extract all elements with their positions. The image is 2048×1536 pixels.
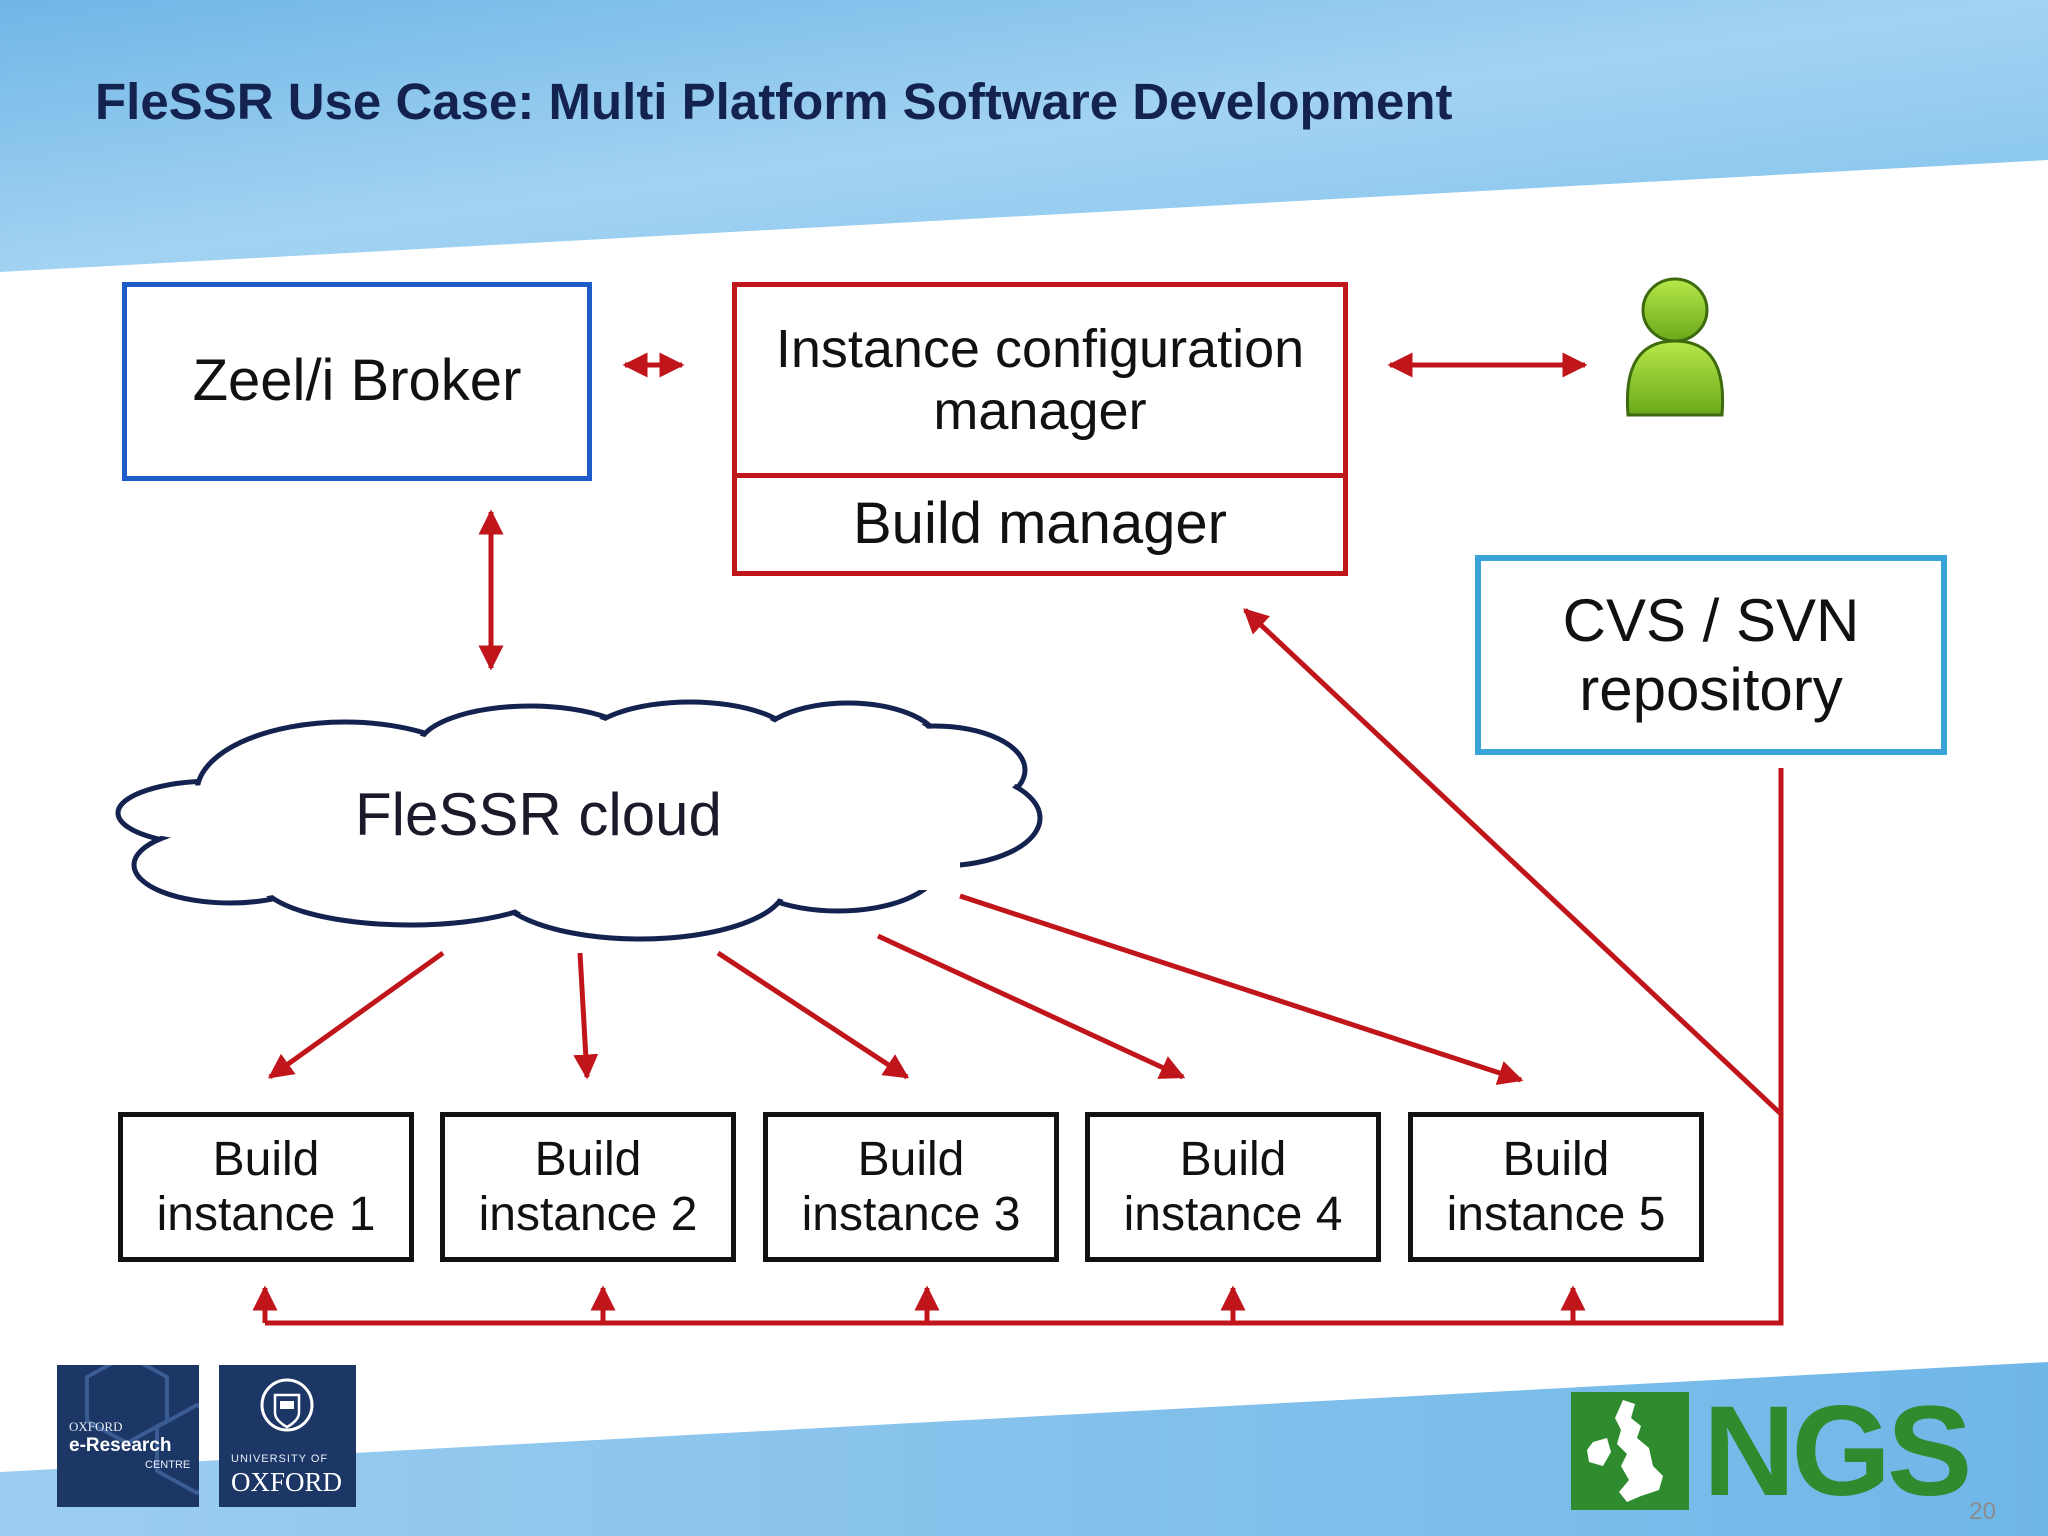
build-instance-3: Build instance 3: [763, 1112, 1059, 1262]
build-instance-1-line1: Build: [212, 1132, 320, 1186]
build-instance-2-line1: Build: [534, 1132, 642, 1186]
build-instance-1: Build instance 1: [118, 1112, 414, 1262]
user-icon: [1625, 277, 1725, 417]
ngs-logo: NGS: [1571, 1380, 1991, 1523]
build-instance-2-line2: instance 2: [478, 1188, 698, 1241]
oerc-logo: OXFORD e-Research CENTRE: [57, 1365, 199, 1507]
build-manager-label: Build manager: [853, 491, 1227, 557]
broker-box: Zeel/i Broker: [122, 282, 592, 481]
repo-feed-line: [265, 768, 1784, 1326]
build-instance-3-line2: instance 3: [801, 1188, 1021, 1241]
build-instance-4-line1: Build: [1179, 1132, 1287, 1186]
build-instance-4: Build instance 4: [1085, 1112, 1381, 1262]
repository-box: CVS / SVN repository: [1475, 555, 1947, 755]
slide-title: FleSSR Use Case: Multi Platform Software…: [95, 73, 1453, 130]
repo-build-manager-arrow: [1243, 608, 1783, 1116]
page-number: 20: [1969, 1498, 1996, 1525]
cloud-label: FleSSR cloud: [355, 781, 722, 848]
cloud-instance-2-arrow: [573, 952, 599, 1080]
oerc-logo-line2: e-Research: [69, 1435, 172, 1456]
oxford-logo-line1: UNIVERSITY OF: [231, 1453, 329, 1465]
config-manager-box: Instance configuration manager: [732, 282, 1348, 478]
cloud-instance-1-arrow: [267, 950, 445, 1080]
broker-label: Zeel/i Broker: [192, 348, 522, 414]
build-instance-4-line2: instance 4: [1123, 1188, 1343, 1241]
cloud-instance-4-arrow: [876, 933, 1186, 1080]
config-manager-label-line1: Instance configuration: [775, 318, 1305, 379]
build-instance-2: Build instance 2: [440, 1112, 736, 1262]
hexagon-pattern-icon: [85, 1365, 199, 1496]
build-instance-3-line1: Build: [857, 1132, 965, 1186]
repository-label-line1: CVS / SVN: [1562, 587, 1860, 654]
cloud-instance-3-arrow: [716, 950, 910, 1080]
build-instance-1-line2: instance 1: [156, 1188, 376, 1241]
oerc-logo-line1: OXFORD: [69, 1419, 123, 1434]
build-instance-5-line1: Build: [1502, 1132, 1610, 1186]
oerc-logo-line3: CENTRE: [145, 1459, 191, 1471]
british-isles-map-icon: [1571, 1392, 1689, 1510]
repository-label-line2: repository: [1579, 656, 1843, 723]
oxford-crest-icon: [260, 1378, 314, 1432]
build-manager-box: Build manager: [732, 473, 1348, 576]
oxford-logo: UNIVERSITY OF OXFORD: [219, 1365, 356, 1507]
cloud-instance-5-arrow: [959, 893, 1524, 1085]
build-instance-5-line2: instance 5: [1446, 1188, 1666, 1241]
build-instance-5: Build instance 5: [1408, 1112, 1704, 1262]
config-manager-label-line2: manager: [933, 381, 1147, 441]
oxford-logo-line2: OXFORD: [231, 1467, 343, 1497]
ngs-logo-text: NGS: [1703, 1380, 1972, 1523]
